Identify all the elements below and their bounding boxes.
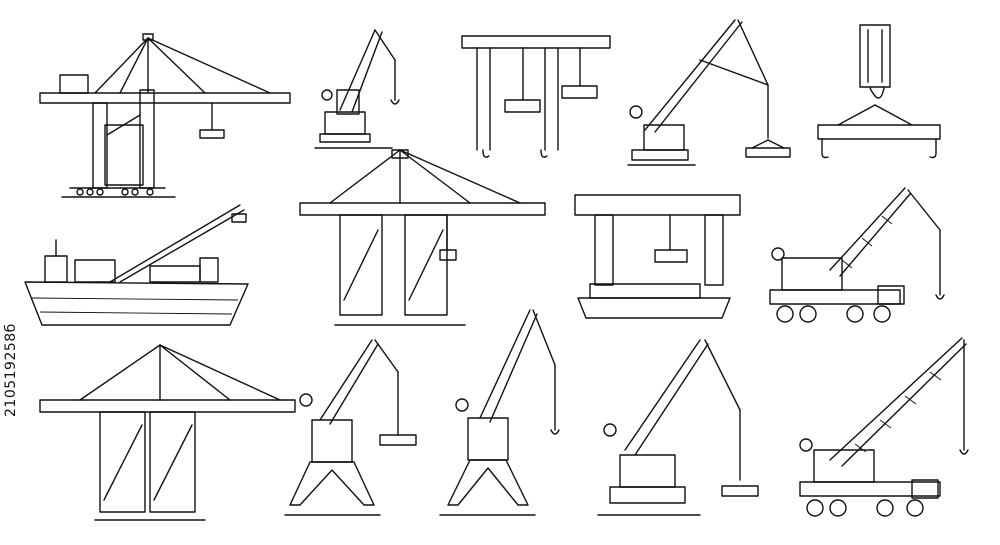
harbor-crane-with-spreader (627, 19, 791, 166)
harbor-crane-with-spreader-large (597, 339, 759, 516)
truck-lattice-crane (799, 337, 969, 517)
gantry-crane-over-ship (574, 194, 741, 319)
crawler-truck-crane (769, 187, 945, 323)
mobile-harbor-crane (314, 29, 400, 149)
portal-harbor-crane-tall (439, 309, 560, 516)
rail-mounted-gantry-crane (461, 35, 611, 158)
image-id-watermark: 210519258б (3, 323, 19, 417)
ship-to-shore-gantry-crane-large (299, 149, 546, 326)
ship-to-shore-gantry-crane-low (39, 344, 296, 521)
ship-to-shore-gantry-crane (39, 33, 291, 198)
portal-harbor-crane (284, 339, 417, 516)
container-spreader-hook (817, 24, 941, 159)
container-ship (24, 204, 249, 326)
